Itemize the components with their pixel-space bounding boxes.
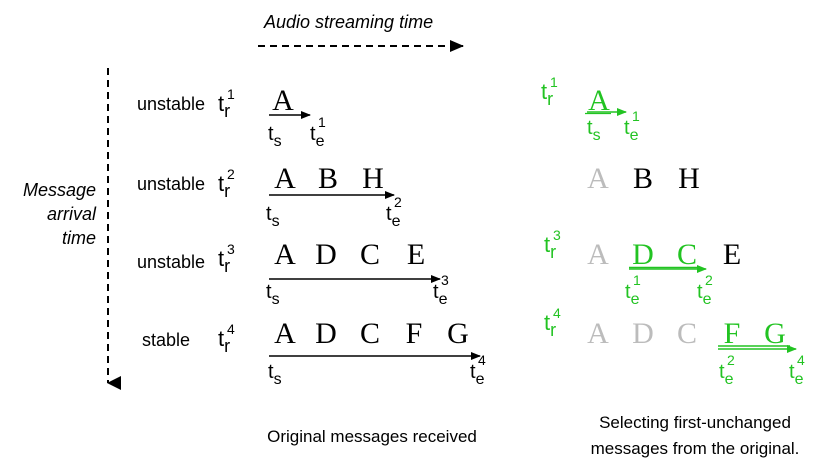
letter: A — [274, 317, 296, 350]
left-row-2: unstable tr2 A B H ts te2 — [137, 162, 402, 230]
arrival-time-symbol: tr2 — [218, 166, 235, 201]
letter: A — [588, 84, 610, 117]
letter: A — [272, 84, 294, 117]
start-time-symbol: ts — [266, 203, 280, 230]
letter-gray: A — [587, 238, 609, 271]
end-time-symbol: te2 — [697, 272, 713, 308]
letter: B — [633, 162, 653, 195]
start-time-symbol: ts — [268, 361, 282, 388]
end-time-symbol: te1 — [624, 108, 640, 144]
caption-right-line-1: Selecting first-unchanged — [599, 413, 791, 432]
letter-gray: C — [677, 317, 697, 350]
letter: G — [447, 317, 469, 350]
start-time-symbol: ts — [268, 123, 282, 150]
letter: D — [315, 317, 337, 350]
end-time-symbol: te1 — [310, 114, 326, 150]
letter: D — [315, 238, 337, 271]
left-row-4: stable tr4 A D C F G ts te4 — [142, 317, 486, 388]
start-time-symbol: ts — [266, 281, 280, 308]
arrival-time-symbol: tr4 — [218, 321, 235, 356]
letter: C — [360, 317, 380, 350]
arrival-time-symbol: tr3 — [544, 227, 561, 262]
caption-left: Original messages received — [267, 427, 477, 446]
caption-right-line-2: messages from the original. — [591, 439, 800, 458]
end-time-symbol: te4 — [789, 352, 805, 388]
letter-gray: A — [587, 162, 609, 195]
right-row-2: A B H — [587, 162, 700, 195]
left-row-3: unstable tr3 A D C E ts te3 — [137, 238, 449, 308]
right-row-1: tr1 A ts te1 — [541, 74, 640, 144]
letter: F — [724, 317, 741, 350]
streaming-time-label: Audio streaming time — [263, 12, 433, 32]
arrival-label-line-3: time — [62, 228, 96, 248]
letter: E — [723, 238, 741, 271]
left-panel: unstable tr1 A ts te1 unstable tr2 A B H… — [137, 84, 486, 388]
row-status: unstable — [137, 94, 205, 114]
letter: C — [360, 238, 380, 271]
start-time-symbol: te2 — [719, 352, 735, 388]
letter-gray: D — [632, 317, 654, 350]
arrival-label-line-2: arrival — [47, 204, 97, 224]
row-status: unstable — [137, 174, 205, 194]
start-time-symbol: ts — [587, 117, 601, 144]
arrival-label-line-1: Message — [23, 180, 96, 200]
arrival-time-symbol: tr3 — [218, 241, 235, 276]
letter: G — [764, 317, 786, 350]
right-panel: tr1 A ts te1 A B H tr3 A D C E te1 te2 t… — [541, 74, 805, 388]
end-time-symbol: te3 — [433, 272, 449, 308]
row-status: unstable — [137, 252, 205, 272]
letter: C — [677, 238, 697, 271]
start-time-symbol: te1 — [625, 272, 641, 308]
row-status: stable — [142, 330, 190, 350]
right-row-3: tr3 A D C E te1 te2 — [544, 227, 741, 308]
letter: F — [406, 317, 423, 350]
arrival-time-symbol: tr4 — [544, 305, 561, 340]
letter: B — [318, 162, 338, 195]
letter: H — [362, 162, 384, 195]
letter-gray: A — [587, 317, 609, 350]
right-row-4: tr4 A D C F G te2 te4 — [544, 305, 805, 388]
end-time-symbol: te2 — [386, 194, 402, 230]
letter: A — [274, 238, 296, 271]
letter: A — [274, 162, 296, 195]
end-time-symbol: te4 — [470, 352, 486, 388]
arrival-time-symbol: tr1 — [218, 86, 235, 121]
left-row-1: unstable tr1 A ts te1 — [137, 84, 326, 150]
letter: E — [407, 238, 425, 271]
letter: D — [632, 238, 654, 271]
letter: H — [678, 162, 700, 195]
arrival-time-symbol: tr1 — [541, 74, 558, 109]
